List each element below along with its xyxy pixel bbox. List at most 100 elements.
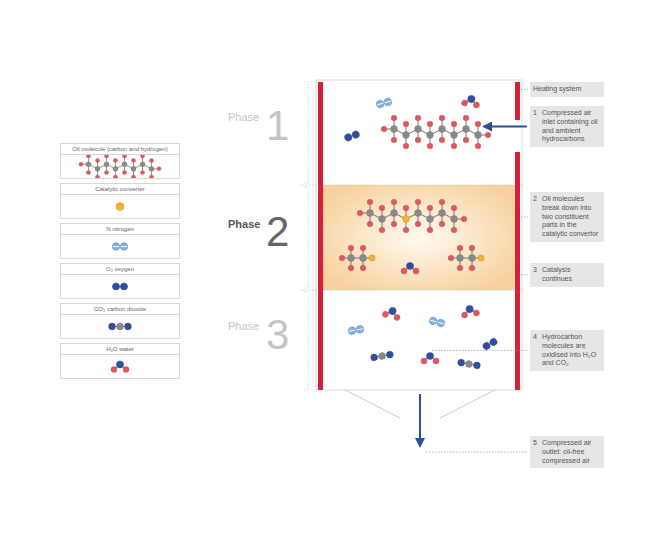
atom — [478, 255, 484, 261]
leader-line — [432, 350, 528, 351]
atom — [428, 316, 437, 325]
callout-box: 5Compressed air outlet: oil-free compres… — [530, 436, 604, 468]
atom — [439, 221, 445, 227]
heating-wall — [318, 82, 323, 390]
atom — [386, 351, 394, 359]
atom — [370, 353, 378, 361]
phase-label: Phase — [228, 219, 260, 230]
atom — [113, 158, 117, 162]
atom — [149, 175, 153, 178]
legend-sample — [60, 315, 180, 339]
molecule — [112, 283, 127, 290]
atom — [475, 143, 481, 149]
atom — [122, 162, 127, 167]
atom — [465, 360, 473, 368]
atom — [401, 268, 407, 274]
atom — [95, 166, 100, 171]
atom — [461, 312, 468, 319]
atom — [123, 367, 129, 373]
atom — [112, 243, 120, 251]
atom — [391, 115, 397, 121]
atom — [113, 175, 117, 178]
atom — [448, 255, 454, 261]
atom — [391, 210, 398, 217]
atom — [140, 170, 144, 174]
atom — [403, 227, 409, 233]
callout-number: 4 — [533, 333, 542, 368]
callout-text: Compressed air inlet containing oil and … — [542, 109, 601, 144]
atom — [426, 352, 433, 359]
atom — [457, 359, 465, 367]
molecule — [111, 361, 129, 373]
atom — [391, 199, 397, 205]
legend-sample — [60, 275, 180, 299]
legend-entry: Oil molecule (carbon and hydrogen) — [60, 143, 180, 179]
molecule — [79, 155, 161, 178]
legend-entry: O₂ oxygen — [60, 263, 180, 299]
atom — [473, 309, 480, 316]
atom — [157, 167, 161, 171]
callout-box: 1Compressed air inlet containing oil and… — [530, 106, 604, 147]
atom — [451, 121, 457, 127]
atom — [348, 326, 357, 335]
atom — [403, 121, 409, 127]
atom — [367, 221, 373, 227]
atom — [415, 221, 421, 227]
phase-label: Phase — [228, 112, 259, 123]
atom — [439, 115, 445, 121]
atom — [451, 216, 458, 223]
atom — [427, 132, 434, 139]
legend-sample — [60, 155, 180, 179]
atom-stripe — [385, 101, 391, 103]
legend-sample-icon — [61, 315, 179, 338]
atom — [469, 265, 475, 271]
atom — [457, 245, 463, 251]
atom-stripe — [113, 246, 119, 247]
atom — [463, 115, 469, 121]
molecule — [401, 262, 419, 274]
heating-wall — [515, 152, 520, 390]
phase-divider — [300, 290, 523, 291]
atom-stripe — [349, 330, 355, 331]
atom — [149, 166, 154, 171]
atom — [348, 255, 355, 262]
atom — [475, 121, 481, 127]
atom — [360, 265, 366, 271]
molecule — [421, 352, 439, 364]
legend-sample-icon — [61, 195, 179, 218]
atom — [475, 132, 482, 139]
legend-text: Catalytic converter — [60, 183, 180, 195]
atom — [465, 305, 473, 313]
legend-entry: H₂O water — [60, 343, 180, 379]
molecule — [461, 94, 481, 109]
atom-stripe — [357, 329, 363, 330]
legend-sample-icon — [61, 275, 179, 298]
atom — [109, 323, 116, 330]
atom — [379, 227, 385, 233]
legend-entry: Catalytic converter — [60, 183, 180, 219]
atom — [415, 137, 421, 143]
molecule — [460, 304, 480, 319]
atom — [473, 102, 480, 109]
atom — [451, 143, 457, 149]
molecule — [370, 351, 394, 362]
legend-entry: CO₂ carbon dioxide — [60, 303, 180, 339]
atom — [463, 137, 469, 143]
atom — [131, 175, 135, 178]
atom — [415, 115, 421, 121]
atom — [391, 126, 398, 133]
molecule — [457, 359, 481, 370]
atom — [378, 352, 386, 360]
atom — [461, 216, 467, 222]
atom — [379, 205, 385, 211]
atom — [357, 210, 363, 216]
phase-number: 1 — [266, 105, 289, 147]
atom — [485, 132, 491, 138]
atom — [86, 162, 91, 167]
atom — [381, 126, 387, 132]
legend-sample — [60, 355, 180, 379]
legend-sample-icon — [61, 155, 179, 178]
atom — [439, 199, 445, 205]
atom — [436, 318, 445, 327]
atom — [360, 255, 367, 262]
